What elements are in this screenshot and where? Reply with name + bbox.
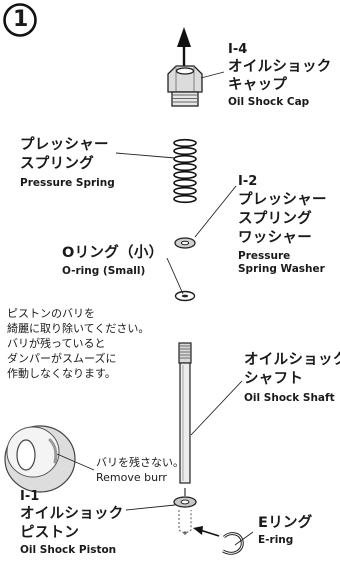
cap-name-en: Oil Shock Cap	[228, 96, 310, 108]
o-ring-small-part	[174, 290, 196, 302]
washer-name-jp-3: ワッシャー	[238, 230, 312, 246]
spring-name-jp-2: スプリング	[20, 156, 94, 172]
washer-name-jp-2: スプリング	[238, 211, 312, 227]
burr-note-jp: バリを残さない。	[96, 456, 184, 469]
shaft-name-jp-1: オイルショック	[244, 352, 340, 368]
note-line-1: ピストンのバリを	[7, 307, 95, 320]
pressure-spring-part	[173, 138, 197, 204]
step-number-badge	[3, 3, 37, 37]
washer-name-en-1: Pressure	[238, 250, 291, 262]
e-ring-name-jp: Eリング	[258, 515, 313, 531]
burr-closeup-illustration	[4, 425, 76, 493]
spring-name-jp-1: プレッシャー	[20, 137, 109, 153]
cap-name-jp-1: オイルショック	[228, 59, 332, 75]
shaft-name-en: Oil Shock Shaft	[244, 392, 335, 404]
piston-name-jp-1: オイルショック	[20, 506, 124, 522]
cap-part-code: I-4	[228, 42, 248, 57]
shaft-name-jp-2: シャフト	[244, 371, 304, 387]
piston-name-jp-2: ピストン	[20, 525, 80, 541]
spring-washer-part	[174, 237, 196, 249]
note-line-2: 綺麗に取り除いてください。	[7, 322, 150, 335]
assembly-direction-arrow	[177, 27, 191, 72]
cap-name-jp-2: キャップ	[228, 77, 288, 93]
piston-name-en: Oil Shock Piston	[20, 544, 117, 556]
o-ring-name-jp: Oリング（小）	[62, 245, 164, 261]
o-ring-name-en: O-ring (Small)	[62, 265, 146, 277]
oil-shock-cap-part	[167, 65, 203, 107]
leader-lines	[56, 71, 254, 546]
burr-note-en: Remove burr	[96, 471, 167, 484]
oil-shock-piston-part	[173, 488, 197, 535]
note-line-5: 作動しなくなります。	[7, 367, 116, 380]
step-number: 1	[13, 7, 29, 32]
washer-name-jp-1: プレッシャー	[238, 192, 327, 208]
e-ring-name-en: E-ring	[258, 534, 294, 546]
note-line-4: ダンパーがスムーズに	[7, 352, 117, 365]
note-line-3: バリが残っていると	[7, 337, 106, 350]
washer-part-code: I-2	[238, 174, 258, 189]
piston-part-code: I-1	[20, 489, 40, 504]
spring-name-en: Pressure Spring	[20, 177, 115, 189]
washer-name-en-2: Spring Washer	[238, 263, 325, 275]
oil-shock-shaft-part	[178, 342, 192, 484]
e-ring-part	[193, 526, 244, 555]
